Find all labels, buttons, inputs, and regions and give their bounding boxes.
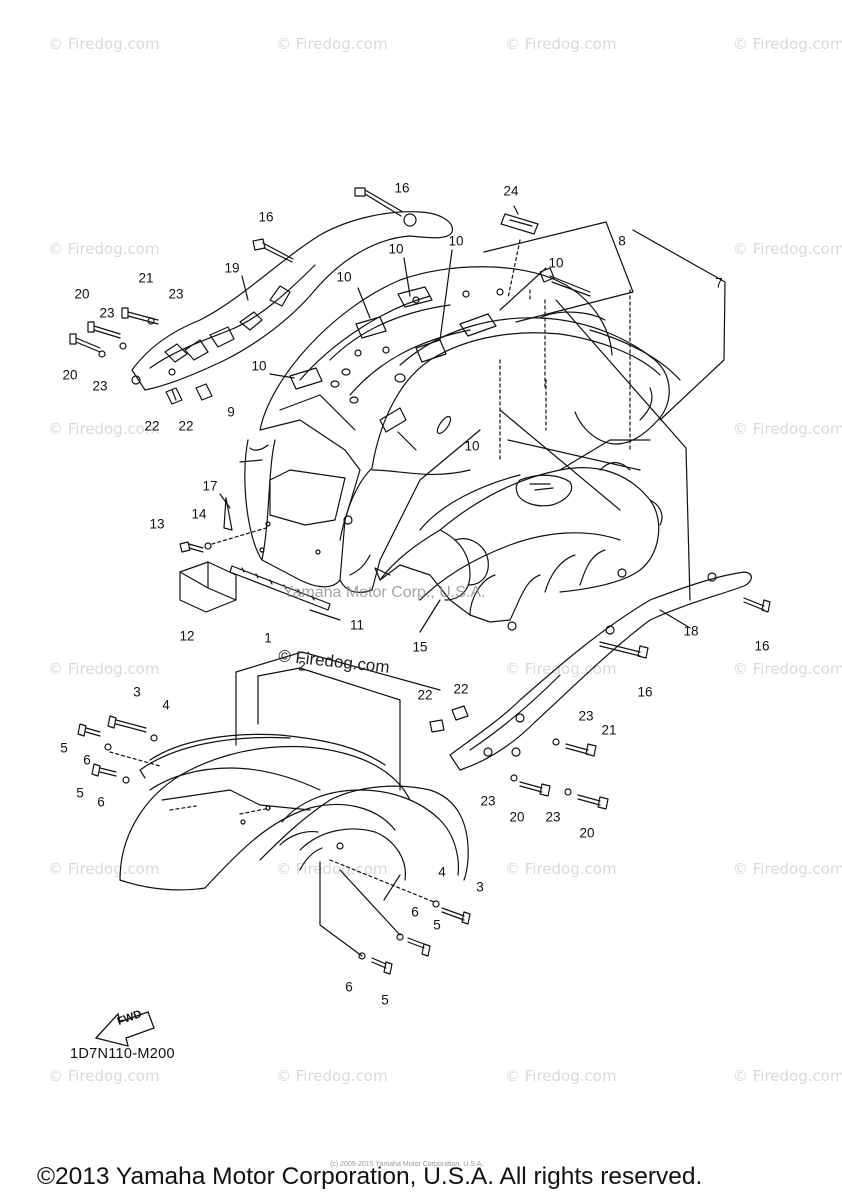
callout-23: 23 [545,809,561,825]
callout-6: 6 [345,979,353,995]
callout-10: 10 [464,438,480,454]
callout-20: 20 [62,367,78,383]
fwd-arrow [94,1011,155,1047]
callout-3: 3 [133,684,141,700]
callout-4: 4 [162,697,170,713]
grab-bar-right [449,571,752,771]
rear-fender-cover [339,311,681,541]
callout-3: 3 [476,879,484,895]
callout-20: 20 [509,809,525,825]
callout-22: 22 [144,418,160,434]
rear-fender [244,266,613,593]
callout-22: 22 [417,687,433,703]
callout-24: 24 [503,183,519,199]
callout-23: 23 [578,708,594,724]
callout-16: 16 [394,180,410,196]
callout-16: 16 [754,638,770,654]
callout-12: 12 [179,628,195,644]
callout-10: 10 [336,269,352,285]
watermark: © Firedog.com [733,240,842,258]
watermark: © Firedog.com [48,35,160,53]
callout-22: 22 [178,418,194,434]
watermark: © Firedog.com [48,860,160,878]
callout-6: 6 [97,794,105,810]
small-copyright: (c) 2005-2015 Yamaha Motor Corporation, … [330,1161,484,1168]
watermark: © Firedog.com [48,420,160,438]
diagram-code: 1D7N110-M200 [70,1046,175,1062]
callout-5: 5 [433,917,441,933]
watermark: © Firedog.com [276,35,388,53]
watermark: © Firedog.com [733,420,842,438]
callout-10: 10 [388,241,404,257]
callout-16: 16 [637,684,653,700]
callout-16: 16 [258,209,274,225]
callout-15: 15 [412,639,428,655]
watermark: © Firedog.com [733,660,842,678]
watermark: © Firedog.com [733,35,842,53]
callout-21: 21 [138,270,154,286]
copyright-notice: ©2013 Yamaha Motor Corporation, U.S.A. A… [37,1163,703,1190]
callout-4: 4 [438,864,446,880]
front-fender-inner [259,785,469,901]
watermark: © Firedog.com [733,1067,842,1085]
callout-1: 1 [264,630,272,646]
callout-21: 21 [601,722,617,738]
callout-20: 20 [74,286,90,302]
watermark: © Firedog.com [505,1067,617,1085]
callout-23: 23 [92,378,108,394]
callout-7: 7 [715,275,723,291]
watermark: © Firedog.com [733,860,842,878]
front-fender [119,733,411,891]
callout-6: 6 [83,752,91,768]
callout-11: 11 [349,617,365,633]
bolt-16-second [252,238,294,263]
bolt-16-top [354,187,404,217]
callout-22: 22 [453,681,469,697]
callout-10: 10 [548,255,564,271]
callout-2: 2 [298,658,306,674]
callout-10: 10 [251,358,267,374]
callout-17: 17 [202,478,218,494]
callout-23: 23 [99,305,115,321]
watermark: © Firedog.com [48,660,160,678]
callout-9: 9 [227,404,235,420]
watermark: © Firedog.com [48,240,160,258]
callout-20: 20 [579,825,595,841]
callout-18: 18 [683,623,699,639]
watermark: © Firedog.com [48,1067,160,1085]
watermark: © Firedog.com [276,1067,388,1085]
callout-23: 23 [480,793,496,809]
callout-5: 5 [381,992,389,1008]
callout-23: 23 [168,286,184,302]
watermark: © Firedog.com [505,860,617,878]
callout-13: 13 [149,516,165,532]
watermark: © Firedog.com [505,660,617,678]
callout-14: 14 [191,506,207,522]
callout-5: 5 [76,785,84,801]
grab-bar-left [131,211,453,391]
callout-5: 5 [60,740,68,756]
corporate-watermark: Yamaha Motor Corp., U.S.A. [283,584,486,601]
callout-6: 6 [411,904,419,920]
callout-8: 8 [618,233,626,249]
watermark: © Firedog.com [276,860,388,878]
watermark: © Firedog.com [505,35,617,53]
rear-fender-liner [374,439,663,631]
callout-19: 19 [224,260,240,276]
callout-10: 10 [448,233,464,249]
